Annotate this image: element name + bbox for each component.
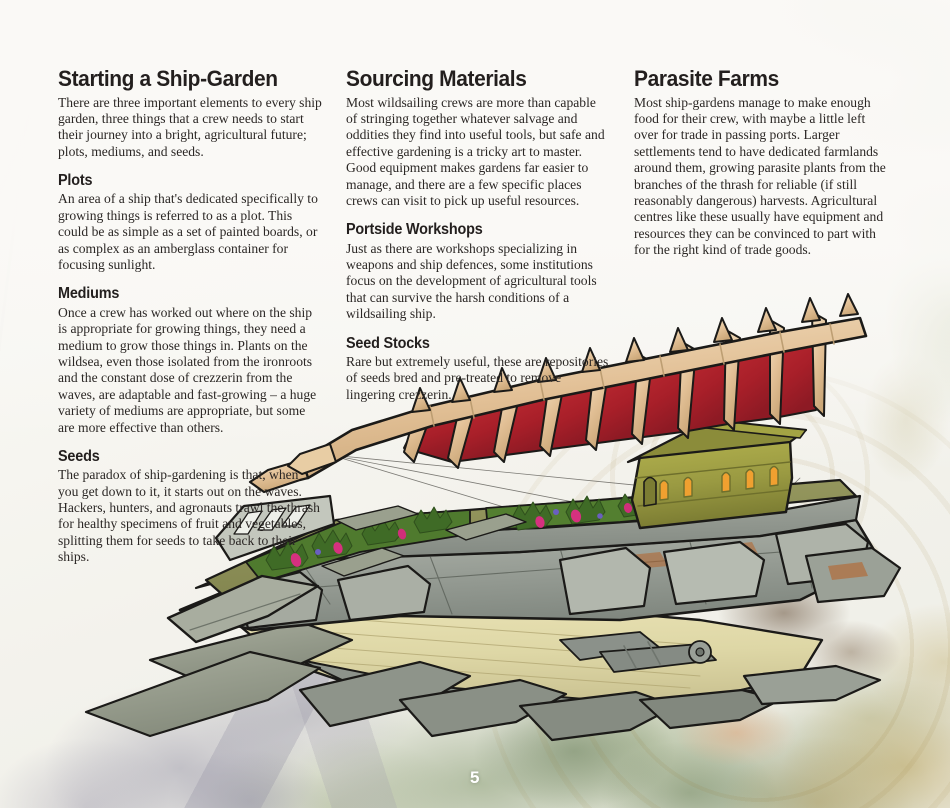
body-plots: An area of a ship that's dedicated speci… (58, 191, 318, 273)
ship-keel-plate (299, 659, 801, 711)
prow-spike-mid (84, 650, 322, 738)
stern-fin-lower (742, 664, 882, 706)
body-sourcing-materials: Most wildsailing crews are more than cap… (346, 94, 605, 208)
heading-starting-a-ship-garden: Starting a Ship-Garden (58, 66, 278, 91)
heading-mediums: Mediums (58, 285, 120, 303)
hull-buttress-e (336, 564, 432, 622)
prow-spike-lower-a (298, 660, 472, 728)
heading-seed-stocks: Seed Stocks (346, 334, 430, 352)
body-mediums: Once a crew has worked out where on the … (58, 304, 317, 435)
heading-sourcing-materials: Sourcing Materials (346, 66, 527, 91)
body-parasite-farms: Most ship-gardens manage to make enough … (634, 94, 886, 258)
heading-portside-workshops: Portside Workshops (346, 221, 483, 239)
prow-spike-lower-d (638, 688, 782, 730)
ship-wooden-underbelly (212, 584, 824, 708)
heading-plots: Plots (58, 172, 93, 190)
heading-seeds: Seeds (58, 447, 100, 465)
prow-spike-upper (148, 620, 354, 688)
prow-spike-lower-c (518, 690, 678, 742)
keel-machinery (559, 631, 717, 673)
column-two: Sourcing Materials Most wildsailing crew… (346, 66, 610, 566)
column-one: Starting a Ship-Garden There are three i… (58, 66, 322, 566)
prow-spike-lower-b (398, 678, 568, 738)
body-portside-workshops: Just as there are workshops specializing… (346, 240, 597, 322)
column-three: Parasite Farms Most ship-gardens manage … (634, 66, 888, 566)
hull-buttress-d (234, 570, 324, 630)
heading-parasite-farms: Parasite Farms (634, 66, 779, 91)
brown-terrain-wash (700, 553, 910, 703)
page-number: 5 (470, 768, 480, 787)
body-seeds: The paradox of ship-gardening is that, w… (58, 467, 320, 565)
body-seed-stocks: Rare but extremely useful, these are rep… (346, 353, 609, 402)
nose-spike (166, 574, 320, 644)
body-starting-a-ship-garden: There are three important elements to ev… (58, 94, 322, 159)
article-columns: Starting a Ship-Garden There are three i… (58, 66, 918, 566)
